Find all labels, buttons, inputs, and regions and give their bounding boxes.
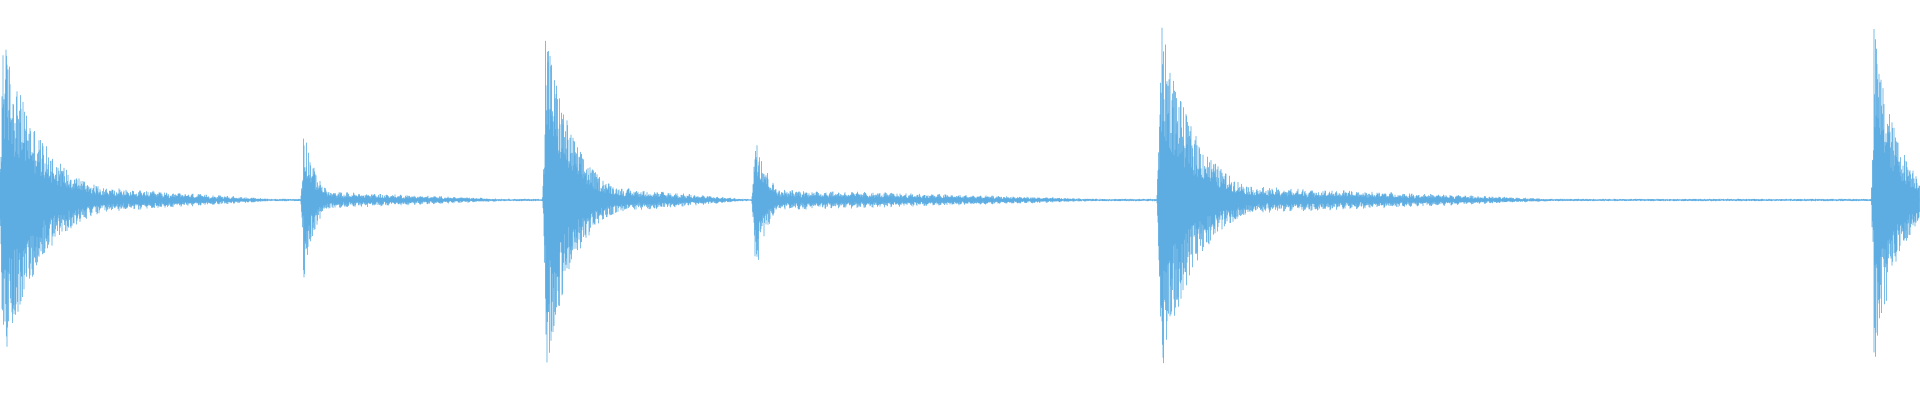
- waveform-samples: [0, 27, 1920, 364]
- waveform-amplitude-trace: [0, 27, 1920, 364]
